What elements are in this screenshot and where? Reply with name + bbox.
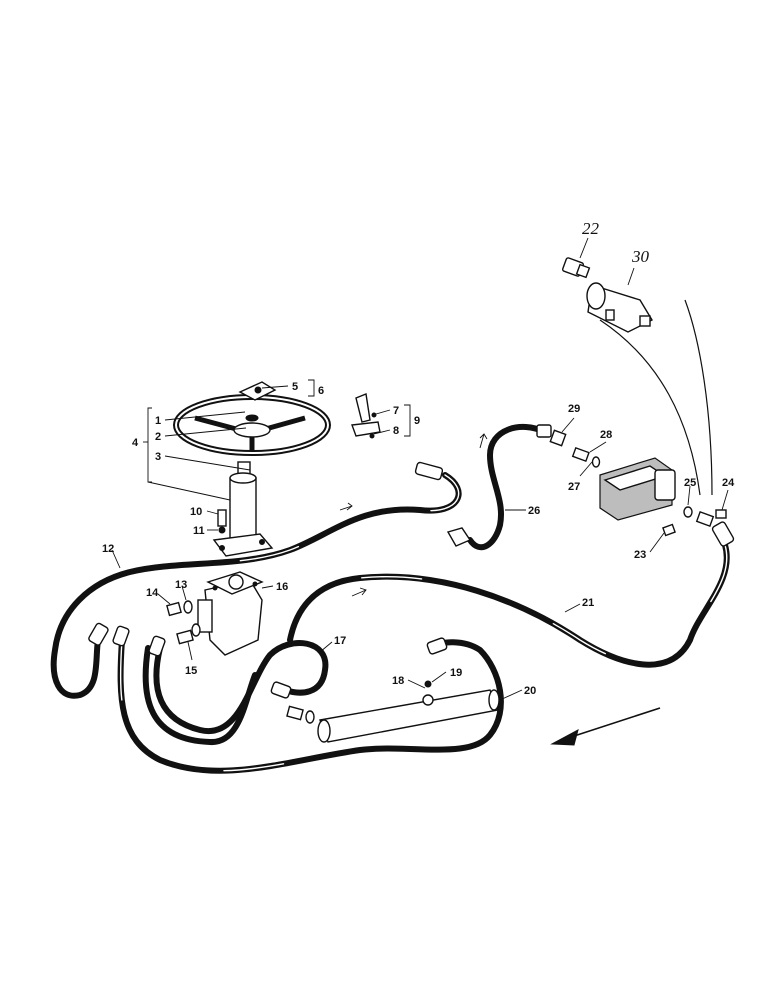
hose-fittings [88, 424, 735, 699]
label-11: 11 [193, 525, 205, 537]
label-12: 12 [102, 543, 114, 555]
label-27: 27 [568, 481, 580, 493]
leader-lines [111, 237, 729, 701]
label-16: 16 [276, 581, 288, 593]
steering-unit [197, 571, 264, 656]
label-6: 6 [318, 385, 324, 397]
label-22: 22 [582, 219, 600, 238]
label-13: 13 [175, 579, 187, 591]
hose-12 [50, 472, 462, 699]
label-5: 5 [292, 381, 298, 393]
label-24: 24 [722, 477, 735, 489]
hose-20 [117, 637, 504, 774]
label-19: 19 [450, 667, 462, 679]
fitting-22 [562, 257, 591, 279]
flow-arrows [339, 433, 488, 597]
relief-valve-30 [586, 282, 653, 333]
hose-21 [287, 542, 730, 668]
hose-extra [142, 645, 258, 745]
steering-wheel [173, 394, 331, 456]
label-21: 21 [582, 597, 594, 609]
fittings-23-25 [662, 506, 727, 537]
fitting-pair-lower [286, 705, 315, 724]
hose-26 [467, 423, 548, 551]
label-17: 17 [334, 635, 346, 647]
fitting-28-29 [549, 429, 601, 468]
control-lever [351, 393, 381, 439]
label-9: 9 [414, 415, 420, 427]
horn-cap [238, 381, 277, 401]
clamp-26 [446, 527, 472, 547]
label-15: 15 [185, 665, 197, 677]
label-1: 1 [155, 415, 161, 427]
steering-cylinder [317, 680, 500, 743]
label-7: 7 [393, 405, 399, 417]
label-30: 30 [631, 247, 650, 266]
part-labels: 1 2 3 4 5 6 7 8 9 10 11 12 13 14 15 16 1… [102, 219, 735, 697]
label-8: 8 [393, 425, 399, 437]
fittings-13-14-15 [166, 600, 201, 645]
label-28: 28 [600, 429, 612, 441]
label-18: 18 [392, 675, 404, 687]
label-29: 29 [568, 403, 580, 415]
direction-arrow [550, 707, 661, 746]
label-23: 23 [634, 549, 646, 561]
label-4: 4 [132, 437, 139, 449]
label-20: 20 [524, 685, 536, 697]
steering-column [212, 461, 274, 557]
label-14: 14 [146, 587, 159, 599]
label-2: 2 [155, 431, 161, 443]
label-10: 10 [190, 506, 202, 518]
hose-17 [153, 640, 329, 735]
pump-27 [599, 457, 676, 521]
label-26: 26 [528, 505, 540, 517]
label-3: 3 [155, 451, 161, 463]
label-25: 25 [684, 477, 696, 489]
